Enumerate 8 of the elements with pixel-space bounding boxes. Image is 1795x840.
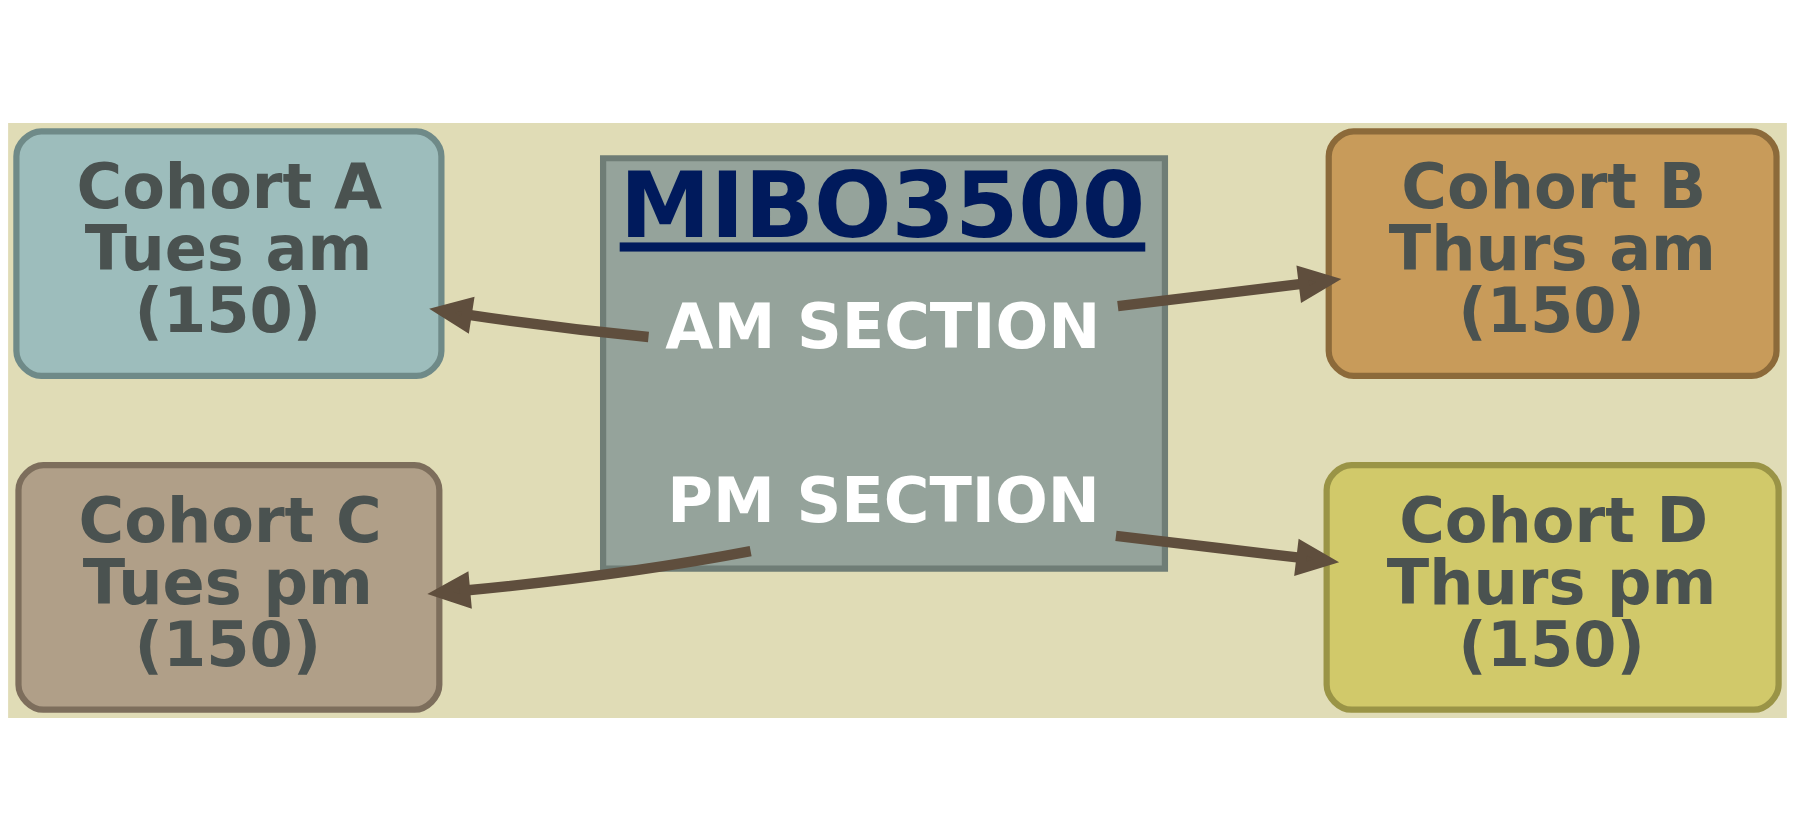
arrow (427, 545, 752, 609)
node-box: Cohort A Tues am (150) (13, 127, 445, 379)
node-box: Cohort C Tues pm (150) (15, 461, 443, 713)
node-box: Cohort B Thurs am (150) (1325, 127, 1780, 379)
arrow (1115, 530, 1340, 576)
node-text: AM SECTION (665, 289, 1101, 363)
node-box: Cohort D Thurs pm (150) (1323, 461, 1782, 713)
node-text: PM SECTION (667, 463, 1100, 537)
